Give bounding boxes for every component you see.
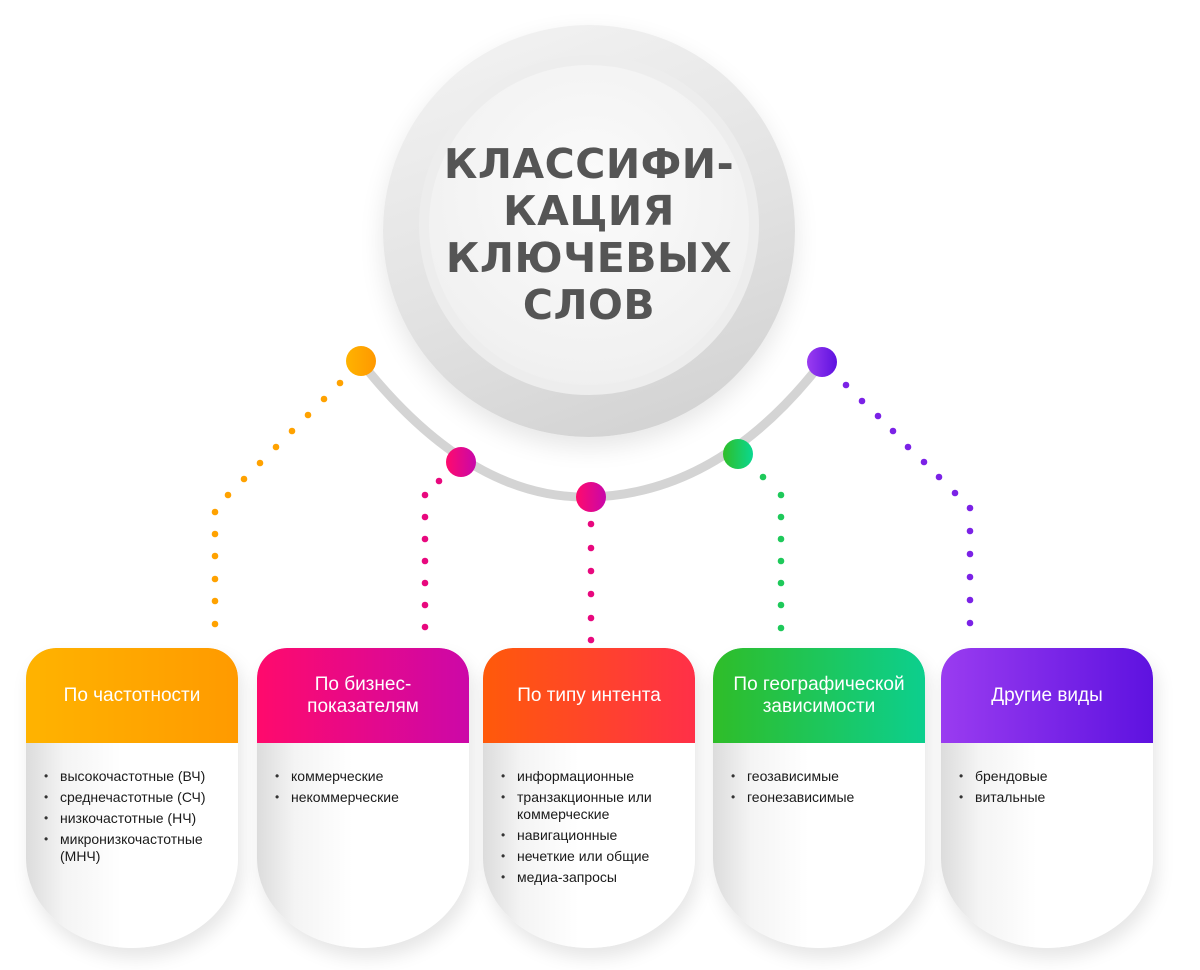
card-body: По географической зависимости геозависим… [713, 648, 925, 948]
card-title: Другие виды [991, 684, 1103, 706]
connector-dots-geo [759, 473, 785, 632]
list-item: среднечастотные (СЧ) [42, 789, 230, 806]
category-card-geo: По географической зависимости геозависим… [713, 648, 925, 948]
card-item-list: информационные транзакционные или коммер… [499, 768, 687, 890]
card-body: По типу интента информационные транзакци… [483, 648, 695, 948]
card-title: По типу интента [517, 684, 661, 706]
connector-dots-business [421, 477, 443, 631]
list-item: высокочастотные (ВЧ) [42, 768, 230, 785]
hub-title-line: КЛЮЧЕВЫХ [445, 234, 733, 282]
list-item: низкочастотные (НЧ) [42, 810, 230, 827]
category-card-business: По бизнес-показателям коммерческие неком… [257, 648, 469, 948]
connector-dots-other [842, 381, 974, 627]
hub-inner-circle: КЛАССИФИ- КАЦИЯ КЛЮЧЕВЫХ СЛОВ [419, 55, 759, 395]
hub-title-line: КЛАССИФИ- [443, 140, 735, 188]
card-header: Другие виды [941, 648, 1153, 743]
node-business [446, 447, 476, 477]
node-other [807, 347, 837, 377]
list-item: геозависимые [729, 768, 917, 785]
list-item: информационные [499, 768, 687, 785]
hub-title: КЛАССИФИ- КАЦИЯ КЛЮЧЕВЫХ СЛОВ [444, 141, 734, 329]
list-item: витальные [957, 789, 1145, 806]
card-header: По бизнес-показателям [257, 648, 469, 743]
card-body: По бизнес-показателям коммерческие неком… [257, 648, 469, 948]
list-item: микронизкочастотные (МНЧ) [42, 831, 230, 865]
list-item: коммерческие [273, 768, 461, 785]
card-header: По типу интента [483, 648, 695, 743]
connector-dots-frequency [211, 379, 344, 628]
category-card-frequency: По частотности высокочастотные (ВЧ) сред… [26, 648, 238, 948]
list-item: брендовые [957, 768, 1145, 785]
connector-dots-intent [587, 520, 595, 644]
list-item: транзакционные или коммерческие [499, 789, 687, 823]
list-item: медиа-запросы [499, 869, 687, 886]
node-geo [723, 439, 753, 469]
category-card-other: Другие виды брендовые витальные [941, 648, 1153, 948]
card-body: Другие виды брендовые витальные [941, 648, 1153, 948]
list-item: некоммерческие [273, 789, 461, 806]
list-item: геонезависимые [729, 789, 917, 806]
list-item: нечеткие или общие [499, 848, 687, 865]
hub-circle: КЛАССИФИ- КАЦИЯ КЛЮЧЕВЫХ СЛОВ [383, 25, 795, 437]
card-header: По географической зависимости [713, 648, 925, 743]
card-title: По частотности [63, 684, 201, 706]
category-card-intent: По типу интента информационные транзакци… [483, 648, 695, 948]
hub-title-line: СЛОВ [522, 281, 656, 329]
list-item: навигационные [499, 827, 687, 844]
node-frequency [346, 346, 376, 376]
card-body: По частотности высокочастотные (ВЧ) сред… [26, 648, 238, 948]
card-title: По бизнес-показателям [307, 673, 419, 717]
node-intent [576, 482, 606, 512]
card-item-list: геозависимые геонезависимые [729, 768, 917, 810]
card-item-list: брендовые витальные [957, 768, 1145, 810]
hub-title-line: КАЦИЯ [503, 187, 675, 235]
card-title: По географической зависимости [733, 673, 905, 717]
card-header: По частотности [26, 648, 238, 743]
card-item-list: высокочастотные (ВЧ) среднечастотные (СЧ… [42, 768, 230, 869]
card-item-list: коммерческие некоммерческие [273, 768, 461, 810]
